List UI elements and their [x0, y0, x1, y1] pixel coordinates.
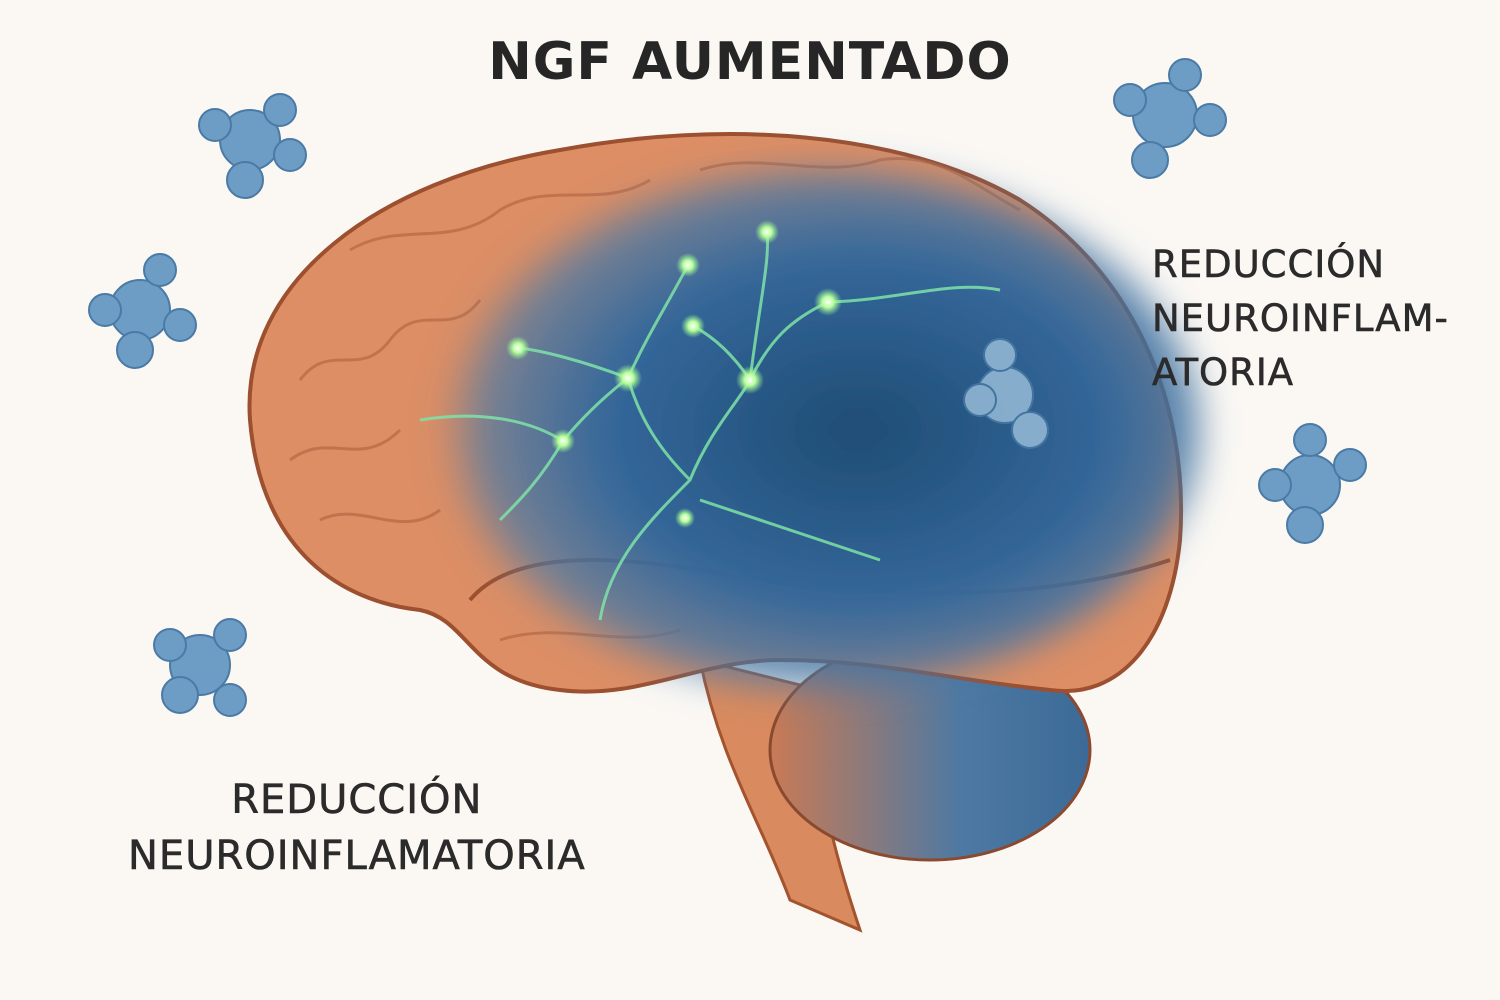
left-label-line2: NEUROINFLAMATORIA [128, 833, 586, 880]
right-label: REDUCCIÓN NEUROINFLAM- ATORIA [1152, 238, 1449, 400]
highlight-region [440, 170, 1200, 690]
title: NGF AUMENTADO [488, 32, 1012, 92]
left-label: REDUCCIÓN NEUROINFLAMATORIA [128, 772, 586, 884]
protein-molecules [88, 58, 1367, 717]
right-label-line3: ATORIA [1152, 351, 1295, 395]
protein-icon [1258, 423, 1367, 544]
protein-icon [198, 93, 307, 199]
neuron-network [419, 231, 1001, 621]
protein-icon [963, 338, 1049, 449]
right-label-line1: REDUCCIÓN [1152, 243, 1386, 287]
neuron-nodes [506, 220, 842, 528]
protein-icon [1113, 58, 1227, 179]
right-label-line2: NEUROINFLAM- [1152, 297, 1449, 341]
gyri-lines [289, 157, 1021, 642]
protein-icon [88, 253, 197, 369]
protein-icon [153, 618, 247, 717]
left-label-line1: REDUCCIÓN [231, 777, 483, 824]
